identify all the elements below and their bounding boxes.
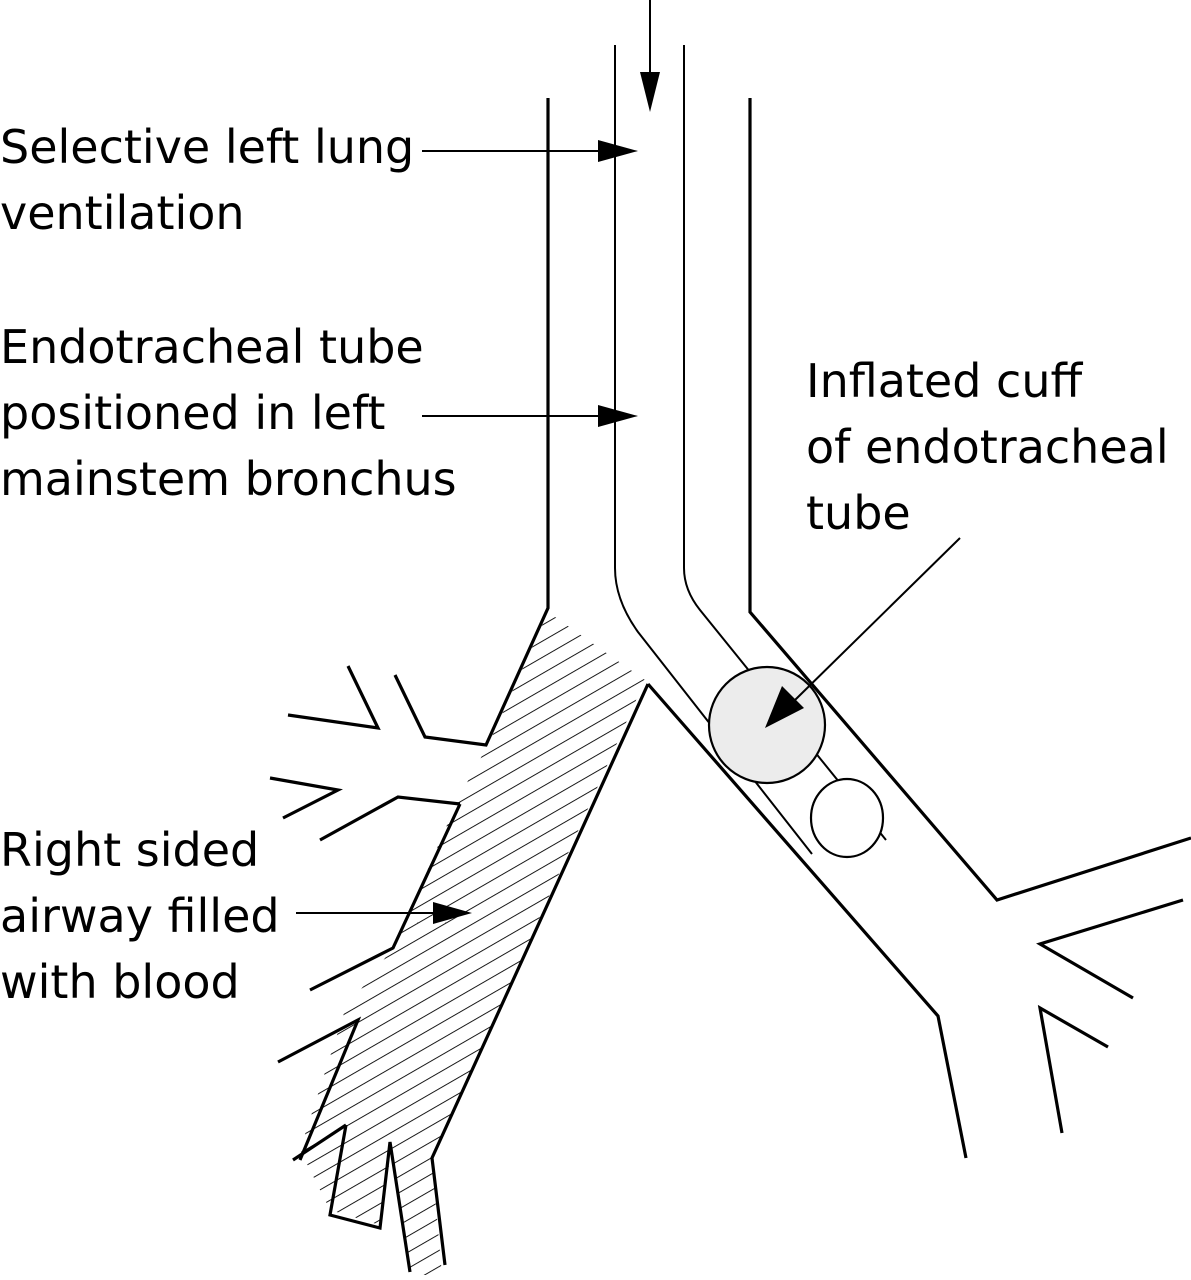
label-line: positioned in left (0, 386, 386, 440)
label-line: tube (806, 486, 911, 540)
label-line: Right sided (0, 823, 260, 877)
left-bronchus-branch-upper (1036, 898, 1184, 1000)
label-line: with blood (0, 955, 240, 1009)
trachea-right-wall (748, 98, 1191, 902)
label-line: Inflated cuff (806, 354, 1083, 408)
endotracheal-tube-left-wall (614, 45, 813, 855)
label-selective-ventilation: Selective left lung ventilation (0, 114, 414, 246)
right-bronchus-branch-5 (277, 1016, 362, 1161)
right-bronchus-branch-6 (430, 683, 650, 1266)
blood-filled-airway (300, 612, 645, 1275)
right-bronchus-branch-3 (319, 795, 461, 842)
pointer-selective-ventilation (422, 140, 638, 162)
label-line: ventilation (0, 186, 245, 240)
right-bronchus-branch-7 (328, 1124, 412, 1273)
label-line: Endotracheal tube (0, 320, 424, 374)
ventilation-flow-arrow (640, 0, 660, 112)
pointer-endotracheal-tube (422, 405, 638, 427)
right-bronchus-branch-4 (309, 803, 462, 992)
label-line: airway filled (0, 889, 280, 943)
trachea-left-wall (393, 98, 550, 747)
left-bronchus-branch-lower (1037, 1004, 1109, 1134)
left-bronchus-inner-wall (646, 682, 968, 1159)
pointer-inflated-cuff (765, 537, 961, 728)
endotracheal-tube-right-wall (683, 45, 887, 841)
right-bronchus-branch-2 (269, 776, 343, 820)
tube-tip-opening (809, 777, 885, 859)
pointer-blood (296, 902, 472, 924)
label-line: Selective left lung (0, 120, 415, 174)
label-line: of endotracheal (806, 420, 1169, 474)
right-bronchus-branch-8 (292, 1123, 347, 1162)
right-bronchus-branch-1 (287, 665, 381, 731)
label-blood-filled-airway: Right sided airway filled with blood (0, 817, 280, 1015)
label-line: mainstem bronchus (0, 452, 457, 506)
label-inflated-cuff: Inflated cuff of endotracheal tube (806, 348, 1169, 546)
label-endotracheal-tube: Endotracheal tube positioned in left mai… (0, 314, 457, 512)
